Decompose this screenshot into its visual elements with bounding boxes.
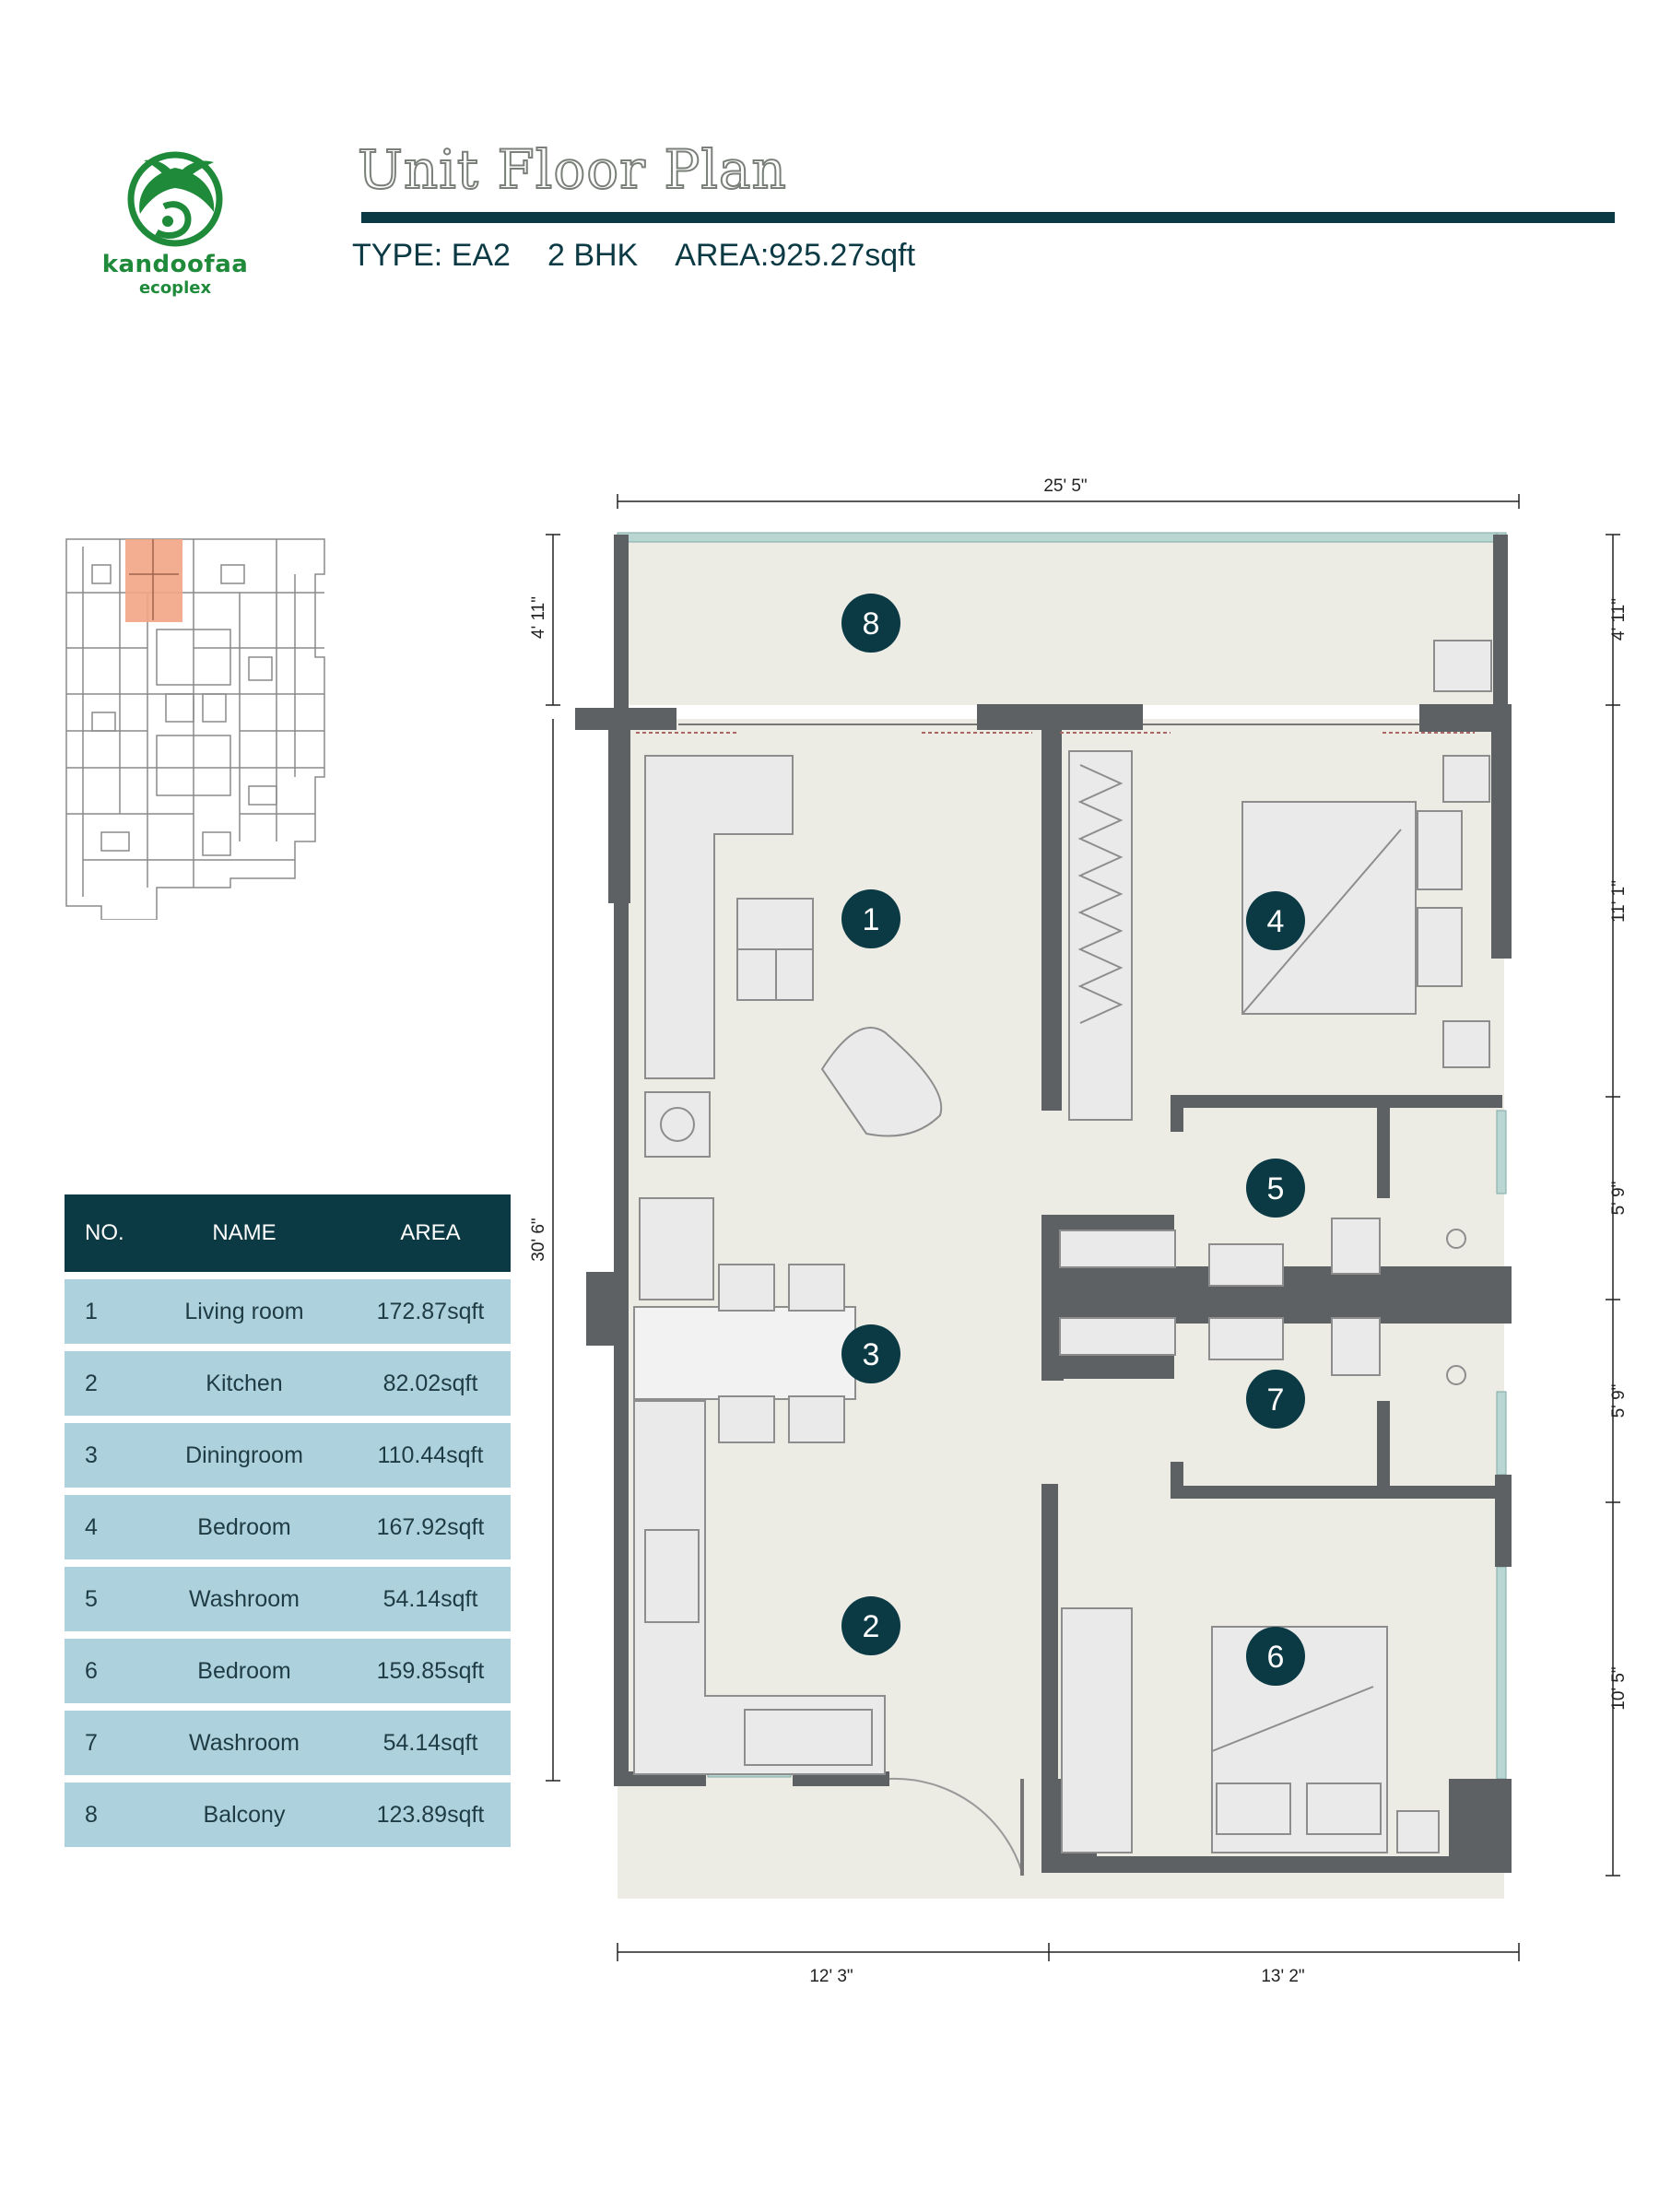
dim-left-main: 30' 6" (529, 1218, 548, 1261)
brand-tagline: ecoplex (138, 278, 212, 298)
dim-right-3: 5' 9" (1609, 1182, 1629, 1216)
row-no: 5 (85, 1585, 98, 1612)
row-name: Diningroom (185, 1441, 303, 1468)
room-marker: 7 (1246, 1370, 1305, 1429)
area-table: NO. NAME AREA 1 Living room 172.87sqft 2 Ki… (65, 1194, 511, 1847)
title-underline (361, 212, 1615, 223)
header-name: NAME (212, 1220, 276, 1245)
row-no: 7 (85, 1729, 98, 1756)
row-name: Living room (184, 1298, 304, 1324)
header-no: NO. (85, 1220, 124, 1245)
room-marker: 1 (841, 889, 900, 948)
palm-logo-icon (127, 151, 223, 247)
row-name: Bedroom (197, 1513, 291, 1540)
key-plan-drawing (65, 538, 325, 921)
dim-left-upper: 4' 11" (529, 596, 548, 639)
row-no: 4 (85, 1513, 98, 1540)
row-area: 123.89sqft (376, 1801, 485, 1828)
brand-name: kandoofaa (101, 251, 249, 278)
table-header: NO. NAME AREA (65, 1194, 511, 1272)
room-marker: 5 (1246, 1159, 1305, 1218)
row-area: 167.92sqft (376, 1513, 485, 1540)
dim-right-5: 10' 5" (1609, 1666, 1629, 1710)
row-area: 159.85sqft (376, 1657, 485, 1684)
dim-right-1: 4' 11" (1609, 598, 1629, 641)
table-row: 8 Balcony 123.89sqft (65, 1783, 511, 1847)
room-marker: 3 (841, 1324, 900, 1383)
dim-top: 25' 5" (1043, 477, 1087, 496)
row-area: 172.87sqft (376, 1298, 485, 1324)
row-area: 82.02sqft (382, 1370, 478, 1396)
marker-label: 3 (863, 1337, 880, 1372)
row-no: 2 (85, 1370, 98, 1396)
row-area: 54.14sqft (382, 1729, 478, 1756)
row-no: 6 (85, 1657, 98, 1684)
marker-label: 2 (863, 1609, 880, 1644)
row-no: 3 (85, 1441, 98, 1468)
row-name: Kitchen (206, 1370, 283, 1396)
room-marker: 6 (1246, 1627, 1305, 1686)
brand-logo: kandoofaa ecoplex (92, 147, 258, 304)
dim-bottom-right: 13' 2" (1261, 1967, 1304, 1986)
header-area: AREA (400, 1220, 461, 1245)
page-title: Unit Floor Plan (357, 137, 787, 202)
unit-bhk: 2 BHK (547, 238, 639, 273)
room-marker: 2 (841, 1596, 900, 1655)
table-row: 2 Kitchen 82.02sqft (65, 1351, 511, 1416)
row-name: Washroom (189, 1585, 300, 1612)
unit-type: TYPE: EA2 (352, 238, 511, 273)
room-marker: 4 (1246, 891, 1305, 950)
marker-label: 6 (1267, 1640, 1285, 1675)
row-no: 8 (85, 1801, 98, 1828)
table-row: 3 Diningroom 110.44sqft (65, 1423, 511, 1488)
unit-area: AREA:925.27sqft (675, 238, 916, 273)
entry-door-swing (888, 1777, 1024, 1877)
row-name: Balcony (203, 1801, 286, 1828)
marker-label: 1 (863, 902, 880, 937)
table-row: 7 Washroom 54.14sqft (65, 1711, 511, 1775)
table-row: 4 Bedroom 167.92sqft (65, 1495, 511, 1559)
dimension-lines (546, 494, 1620, 1961)
row-area: 110.44sqft (377, 1441, 484, 1468)
dim-right-2: 11' 1" (1609, 880, 1629, 923)
dim-right-4: 5' 9" (1609, 1384, 1629, 1418)
row-no: 1 (85, 1298, 98, 1324)
marker-label: 8 (863, 606, 880, 641)
balcony-floor (618, 535, 1504, 705)
unit-subtitle: TYPE: EA2 2 BHK AREA:925.27sqft (352, 238, 952, 274)
table-row: 6 Bedroom 159.85sqft (65, 1639, 511, 1703)
row-area: 54.14sqft (382, 1585, 478, 1612)
row-name: Bedroom (197, 1657, 291, 1684)
walls (575, 535, 1512, 1873)
marker-label: 4 (1267, 904, 1285, 939)
room-marker: 8 (841, 594, 900, 653)
marker-label: 5 (1267, 1171, 1285, 1206)
table-row: 5 Washroom 54.14sqft (65, 1567, 511, 1631)
row-name: Washroom (189, 1729, 300, 1756)
marker-label: 7 (1267, 1382, 1285, 1418)
unit-highlight (125, 539, 182, 622)
key-plan (65, 537, 328, 921)
dim-bottom-left: 12' 3" (809, 1967, 853, 1986)
table-row: 1 Living room 172.87sqft (65, 1279, 511, 1344)
